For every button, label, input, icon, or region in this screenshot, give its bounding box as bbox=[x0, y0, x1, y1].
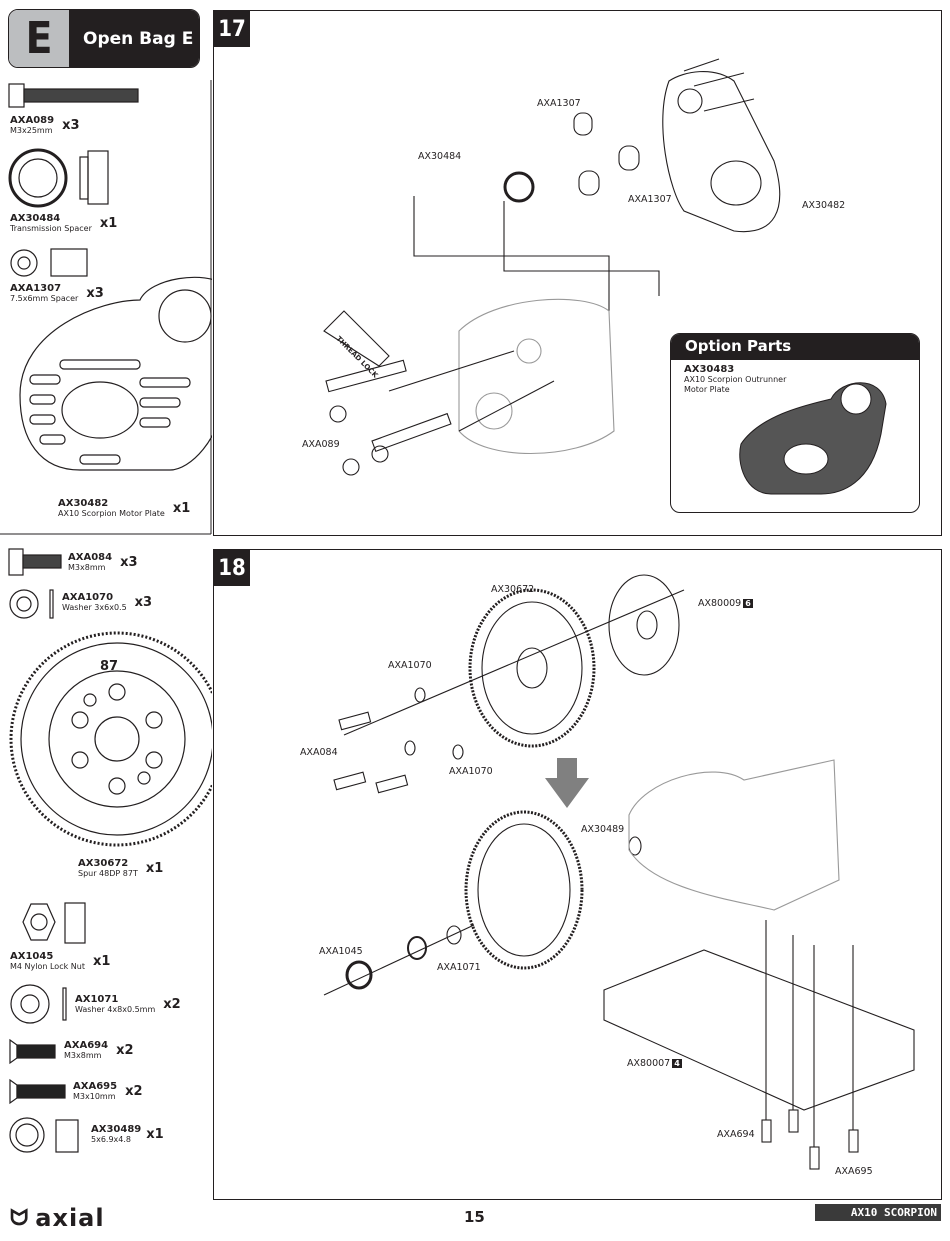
part-desc: M3x10mm bbox=[73, 1092, 116, 1101]
bag-title: Open Bag E bbox=[69, 10, 199, 67]
bag-letter: E bbox=[9, 10, 69, 67]
part-number: AX30484 bbox=[10, 213, 61, 224]
step-17-panel: 17 THREAD LOCK AXA1307 AX30484 AXA1307 A… bbox=[213, 10, 942, 536]
label-axa089: AXA089 bbox=[302, 439, 340, 450]
brand-name: axial bbox=[35, 1204, 105, 1232]
part-qty: x3 bbox=[134, 595, 153, 610]
part-number: AX30482 bbox=[58, 498, 109, 509]
label-axa1045: AXA1045 bbox=[319, 946, 363, 957]
part-desc: Washer 4x8x0.5mm bbox=[75, 1005, 156, 1014]
reference-badge: 6 bbox=[743, 599, 753, 608]
page-number: 15 bbox=[464, 1208, 485, 1226]
label-ax30672: AX30672 bbox=[491, 584, 535, 595]
label-axa1070: AXA1070 bbox=[449, 766, 493, 777]
option-part-number: AX30483 bbox=[684, 364, 735, 375]
part-qty: x3 bbox=[120, 555, 138, 570]
part-number: AXA694 bbox=[64, 1040, 109, 1051]
part-qty: x2 bbox=[116, 1043, 134, 1058]
label-ax30489: AX30489 bbox=[581, 824, 625, 835]
option-part-desc: AX10 Scorpion Outrunner Motor Plate bbox=[684, 375, 787, 394]
part-desc: 7.5x6mm Spacer bbox=[10, 294, 79, 303]
part-qty: x1 bbox=[146, 1127, 164, 1142]
part-number: AX30489 bbox=[91, 1124, 142, 1135]
label-text: AX80007 bbox=[627, 1058, 671, 1069]
part-number: AXA084 bbox=[68, 552, 113, 563]
part-qty: x1 bbox=[92, 954, 111, 969]
part-number: AXA1307 bbox=[10, 283, 62, 294]
label-text: AX80009 bbox=[698, 598, 742, 609]
part-number: AX1045 bbox=[10, 951, 54, 962]
part-desc: M3x25mm bbox=[10, 126, 53, 135]
label-ax30482: AX30482 bbox=[802, 200, 846, 211]
option-parts-title: Option Parts bbox=[671, 334, 919, 360]
part-desc: Transmission Spacer bbox=[10, 224, 92, 233]
part-number: AXA695 bbox=[73, 1081, 118, 1092]
step-18-diagram bbox=[323, 574, 915, 1170]
axial-logo-icon: ᗢ bbox=[10, 1205, 30, 1231]
label-axa694: AXA694 bbox=[717, 1129, 755, 1140]
part-qty: x1 bbox=[145, 861, 164, 876]
label-ax30484: AX30484 bbox=[418, 151, 462, 162]
part-desc: 5x6.9x4.8 bbox=[91, 1135, 132, 1144]
part-qty: x1 bbox=[99, 216, 118, 231]
part-desc: Washer 3x6x0.5 bbox=[62, 603, 127, 612]
ax10-scorpion-logo: AX10 SCORPION bbox=[815, 1204, 941, 1221]
part-qty: x1 bbox=[172, 501, 191, 516]
part-desc: Spur 48DP 87T bbox=[78, 869, 138, 878]
label-axa1071: AXA1071 bbox=[437, 962, 481, 973]
part-number: AXA089 bbox=[10, 115, 55, 126]
part-number: AX30672 bbox=[78, 858, 129, 869]
label-axa084: AXA084 bbox=[300, 747, 338, 758]
part-qty: x2 bbox=[125, 1084, 143, 1099]
label-axa1307: AXA1307 bbox=[537, 98, 581, 109]
label-axa1070: AXA1070 bbox=[388, 660, 432, 671]
bag-header: E Open Bag E bbox=[8, 9, 200, 68]
label-axa1307: AXA1307 bbox=[628, 194, 672, 205]
option-parts-box: Option Parts AX30483 AX10 Scorpion Outru… bbox=[670, 333, 920, 513]
outrunner-plate-illustration bbox=[739, 382, 887, 495]
part-desc: M4 Nylon Lock Nut bbox=[10, 962, 85, 971]
reference-badge: 4 bbox=[672, 1059, 682, 1068]
gear-tooth-count: 87 bbox=[100, 659, 118, 674]
label-axa695: AXA695 bbox=[835, 1166, 873, 1177]
part-desc: M3x8mm bbox=[64, 1051, 102, 1060]
step-number: 17 bbox=[214, 11, 250, 47]
parts-illustrations: 87 bbox=[0, 80, 212, 1153]
part-number: AX1071 bbox=[75, 994, 119, 1005]
step-number: 18 bbox=[214, 550, 250, 586]
step-17-diagram: THREAD LOCK bbox=[323, 58, 781, 476]
part-qty: x3 bbox=[62, 118, 80, 133]
part-desc: AX10 Scorpion Motor Plate bbox=[58, 509, 165, 518]
part-qty: x3 bbox=[86, 286, 104, 301]
part-number: AXA1070 bbox=[62, 592, 114, 603]
part-desc: M3x8mm bbox=[68, 563, 106, 572]
part-qty: x2 bbox=[163, 997, 181, 1012]
